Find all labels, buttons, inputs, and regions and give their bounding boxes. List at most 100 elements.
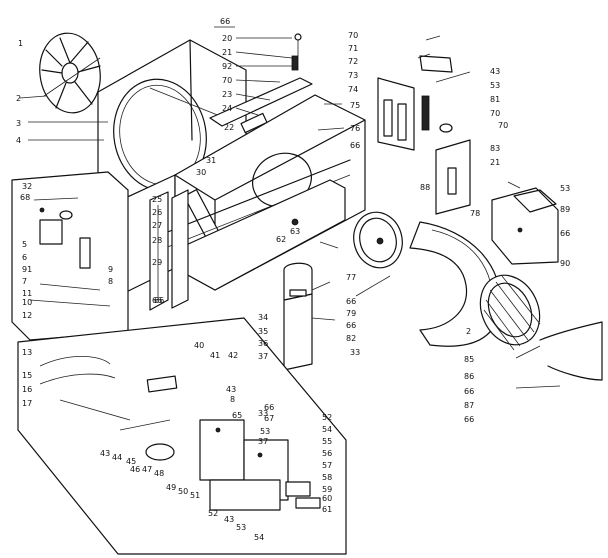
callout-c106: 66 (154, 296, 164, 305)
callout-c1: 66 (220, 17, 230, 26)
callout-c32: 75 (350, 101, 360, 110)
callout-c14: 31 (206, 156, 216, 165)
callout-c44: 81 (490, 95, 500, 104)
bracket-90 (491, 187, 559, 265)
callout-c74: 17 (22, 399, 32, 408)
callout-c69: 87 (464, 401, 474, 410)
callout-c40: 73 (348, 71, 358, 80)
callout-c48: 21 (490, 158, 500, 167)
scroll-partial-86 (539, 321, 603, 381)
callout-c4: 92 (222, 62, 232, 71)
callout-c36: 63 (290, 227, 300, 236)
callout-c81: 66 (264, 403, 274, 412)
callout-c10: 3 (16, 119, 21, 128)
callout-c75: 40 (194, 341, 204, 350)
callout-c51: 78 (470, 209, 480, 218)
callout-c17: 5 (22, 240, 27, 249)
callout-c16: 68 (20, 193, 30, 202)
callout-c39: 72 (348, 57, 358, 66)
callout-c94: 44 (112, 453, 122, 462)
leader-lines (19, 26, 561, 389)
callout-c41: 74 (348, 85, 358, 94)
callout-c108: 37 (258, 437, 268, 446)
callout-c78: 43 (226, 385, 236, 394)
callout-c63: 37 (258, 352, 268, 361)
callout-c5: 70 (222, 76, 232, 85)
callout-c101: 51 (190, 491, 200, 500)
callout-c99: 49 (166, 483, 176, 492)
callout-c54: 90 (560, 259, 570, 268)
callout-c96: 46 (130, 465, 140, 474)
callout-c15: 32 (22, 182, 32, 191)
callout-c11: 4 (16, 136, 21, 145)
callout-c7: 24 (222, 104, 232, 113)
callout-c64: 33 (350, 348, 360, 357)
mount-bracket-76 (377, 77, 430, 151)
callout-c68: 66 (464, 387, 474, 396)
callout-c72: 15 (22, 371, 32, 380)
callout-c82: 67 (264, 414, 274, 423)
control-panel-inset (11, 171, 129, 341)
callout-c30: 29 (152, 258, 162, 267)
upper-bracket-assembly (209, 33, 313, 134)
callout-c19: 91 (22, 265, 32, 274)
callout-c66: 85 (464, 355, 474, 364)
callout-c102: 52 (208, 509, 218, 518)
callout-c45: 70 (490, 109, 500, 118)
callout-c2: 20 (222, 34, 232, 43)
callout-c9: 2 (16, 94, 21, 103)
blower-wheel (479, 274, 541, 351)
callout-c46: 70 (498, 121, 508, 130)
callout-c33: 76 (350, 124, 360, 133)
callout-c43: 53 (490, 81, 500, 90)
callout-c24: 9 (108, 265, 113, 274)
callout-c56: 66 (346, 297, 356, 306)
callout-c84: 54 (322, 425, 332, 434)
callout-c20: 7 (22, 277, 27, 286)
electrical-chassis-inset (17, 317, 347, 555)
callout-c59: 82 (346, 334, 356, 343)
callout-c38: 71 (348, 44, 358, 53)
callout-c13: 30 (196, 168, 206, 177)
callout-c23: 12 (22, 311, 32, 320)
callout-c42: 43 (490, 67, 500, 76)
callout-c6: 23 (222, 90, 232, 99)
callout-c88: 57 (322, 461, 332, 470)
callout-c37: 70 (348, 31, 358, 40)
callout-labels: 66 20 21 92 70 23 24 1 2 3 4 22 30 31 32… (16, 17, 570, 542)
callout-c90: 59 (322, 485, 332, 494)
callout-c60: 34 (258, 313, 268, 322)
callout-c55: 77 (346, 273, 356, 282)
callout-c26: 25 (152, 195, 162, 204)
callout-c77: 42 (228, 351, 238, 360)
callout-c71: 13 (22, 348, 32, 357)
callout-c105: 54 (254, 533, 264, 542)
callout-c25: 8 (108, 277, 113, 286)
callout-c65: 2 (466, 327, 471, 336)
callout-c92: 61 (322, 505, 332, 514)
side-rail-set (149, 189, 189, 311)
callout-c79: 8 (230, 395, 235, 404)
callout-c107: 33 (258, 409, 268, 418)
callout-c50: 53 (560, 184, 570, 193)
callout-c49: 88 (420, 183, 430, 192)
callout-c91: 60 (322, 494, 332, 503)
bracket-88 (435, 123, 471, 215)
callout-c87: 56 (322, 449, 332, 458)
motor-assembly (283, 262, 336, 371)
callout-c76: 41 (210, 351, 220, 360)
callout-c93: 43 (100, 449, 110, 458)
callout-c57: 79 (346, 309, 356, 318)
wheel-disc (353, 211, 403, 269)
callout-c95: 45 (126, 457, 136, 466)
callout-c98: 48 (154, 469, 164, 478)
callout-c97: 47 (142, 465, 152, 474)
callout-c103: 43 (224, 515, 234, 524)
callout-c86: 55 (322, 437, 332, 446)
callout-c31: 66 (152, 296, 162, 305)
callout-c29: 28 (152, 236, 162, 245)
callout-c27: 26 (152, 208, 162, 217)
callout-c61: 35 (258, 327, 268, 336)
